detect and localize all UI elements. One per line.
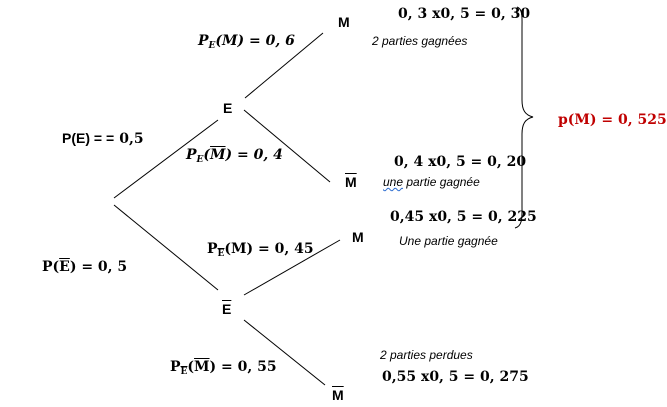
- node-m-top: M: [338, 14, 350, 30]
- outcome-4-calc: 0,55 x0, 5 = 0, 275: [382, 369, 529, 385]
- prob-ebar-label: P(E) = 0, 5: [42, 259, 128, 275]
- prob-m-given-ebar-label: PE(M) = 0, 45: [207, 241, 314, 259]
- right-brace: [514, 6, 534, 229]
- node-m-bottom: M: [352, 229, 364, 245]
- branch-root-ebar: [113, 204, 219, 291]
- outcome-2-calc: 0, 4 x0, 5 = 0, 20: [394, 154, 527, 170]
- branch-ebar-mbar: [243, 319, 326, 386]
- prob-e-label: P(E) = = 0,5: [62, 130, 144, 147]
- branch-e-mbar: [243, 109, 331, 183]
- branch-ebar-m: [243, 239, 341, 296]
- prob-m-given-e-label: PE(M) = 0, 6: [198, 33, 295, 51]
- node-ebar: E: [222, 301, 232, 317]
- outcome-4-note: 2 parties perdues: [380, 348, 473, 362]
- node-mbar-bottom: M: [332, 387, 344, 403]
- outcome-1-calc: 0, 3 x0, 5 = 0, 30: [398, 6, 531, 22]
- node-mbar-top: M: [345, 174, 357, 190]
- prob-mbar-given-ebar-label: PE(M) = 0, 55: [170, 359, 277, 377]
- outcome-3-note: Une partie gagnée: [399, 234, 498, 248]
- branch-root-e: [113, 119, 219, 199]
- outcome-1-note: 2 parties gagnées: [372, 34, 468, 48]
- branch-e-m: [244, 32, 324, 99]
- outcome-3-calc: 0,45 x0, 5 = 0, 225: [390, 209, 537, 225]
- outcome-2-note: une partie gagnée: [383, 175, 480, 189]
- result-probability: p(M) = 0, 525: [558, 112, 667, 128]
- prob-mbar-given-e-label: PE(M) = 0, 4: [186, 147, 283, 165]
- node-e: E: [223, 100, 233, 116]
